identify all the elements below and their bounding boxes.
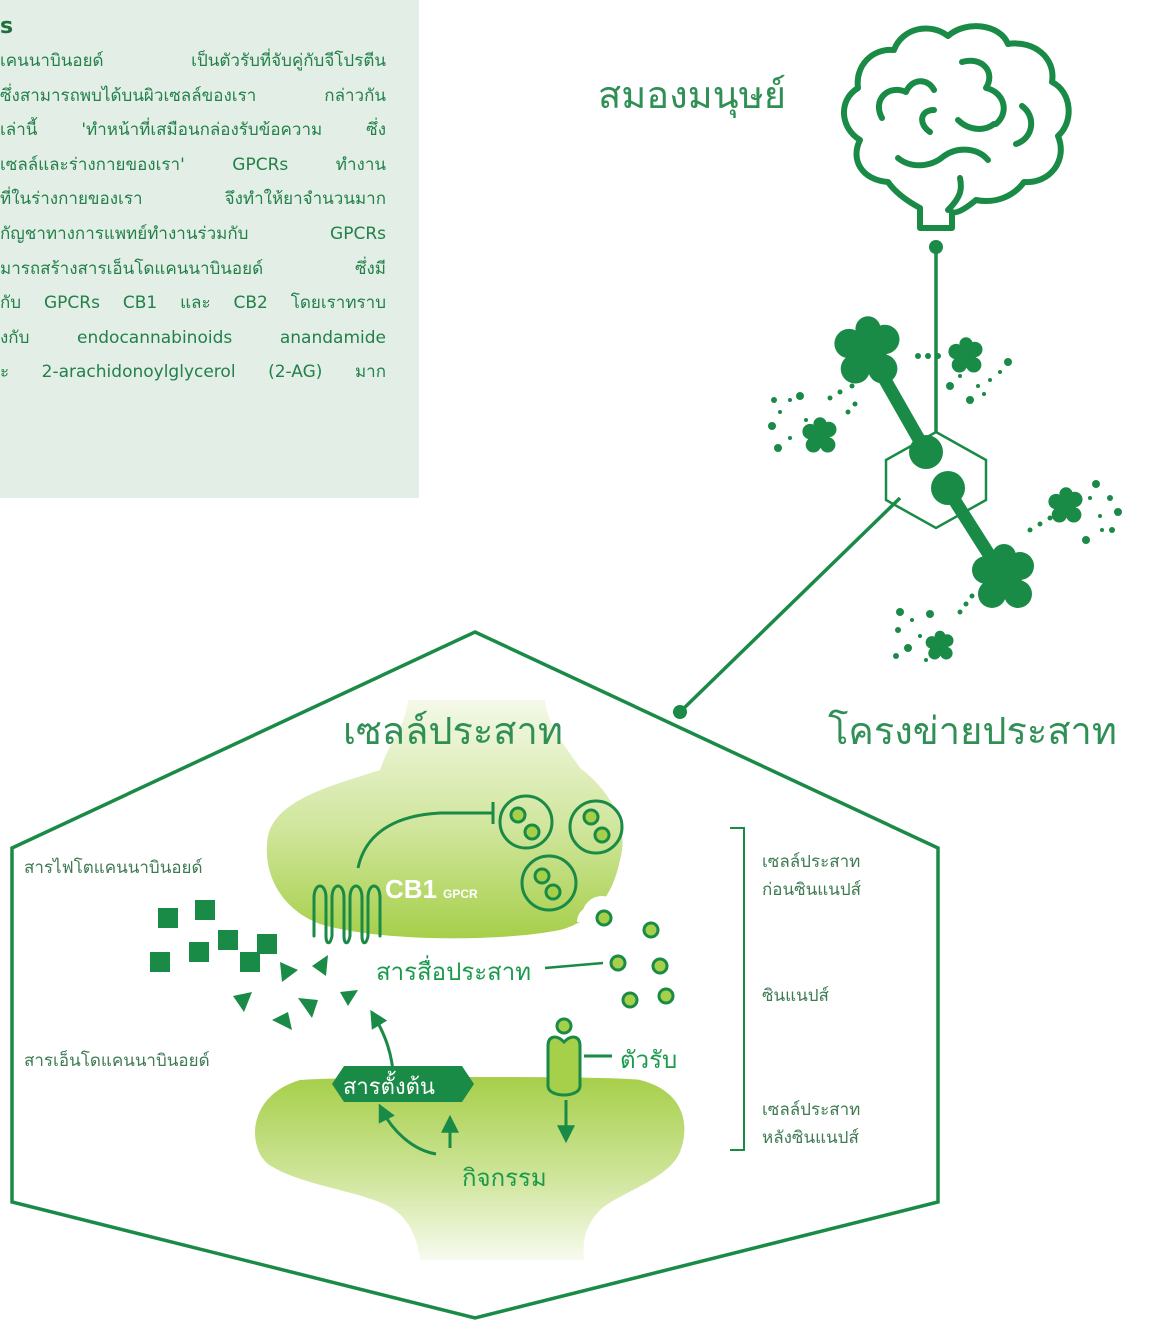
cb1-sub: GPCR [443, 887, 478, 901]
stage-brackets [730, 828, 744, 1150]
activity-label: กิจกรรม [462, 1158, 547, 1197]
network-label: โครงข่ายประสาท [828, 700, 1117, 761]
postsynaptic-label-line1: เซลล์ประสาท [762, 1096, 860, 1123]
postsynaptic-receptor [548, 1037, 580, 1095]
cb1-main: CB1 [385, 874, 437, 904]
brain-stem-node [929, 240, 943, 254]
brain-icon [844, 26, 1069, 228]
phytocannabinoid-label: สารไฟโตแคนนาบินอยด์ [24, 854, 203, 881]
synapse-label: ซินแนปส์ [762, 982, 829, 1009]
postsynaptic-label-line2: หลังซินแนปส์ [762, 1124, 859, 1151]
receptor-label: ตัวรับ [620, 1040, 677, 1079]
endocannabinoid-label: สารเอ็นโดแคนนาบินอยด์ [24, 1047, 210, 1074]
network-to-neuron-line [680, 498, 900, 712]
neurotransmitters [557, 923, 673, 1033]
hexagon-node [673, 705, 687, 719]
precursor-label: สารตั้งต้น [343, 1069, 435, 1104]
phytocannabinoid-squares [150, 900, 277, 972]
presynaptic-label-line2: ก่อนซินแนปส์ [762, 876, 861, 903]
cb1-label: CB1 GPCR [385, 874, 478, 905]
brain-label: สมองมนุษย์ [598, 64, 786, 125]
presynaptic-label-line1: เซลล์ประสาท [762, 848, 860, 875]
neurotransmitter-label: สารสื่อประสาท [376, 952, 531, 991]
network-node [909, 435, 943, 469]
network-node [931, 471, 965, 505]
neuron-label: เซลล์ประสาท [343, 700, 563, 761]
